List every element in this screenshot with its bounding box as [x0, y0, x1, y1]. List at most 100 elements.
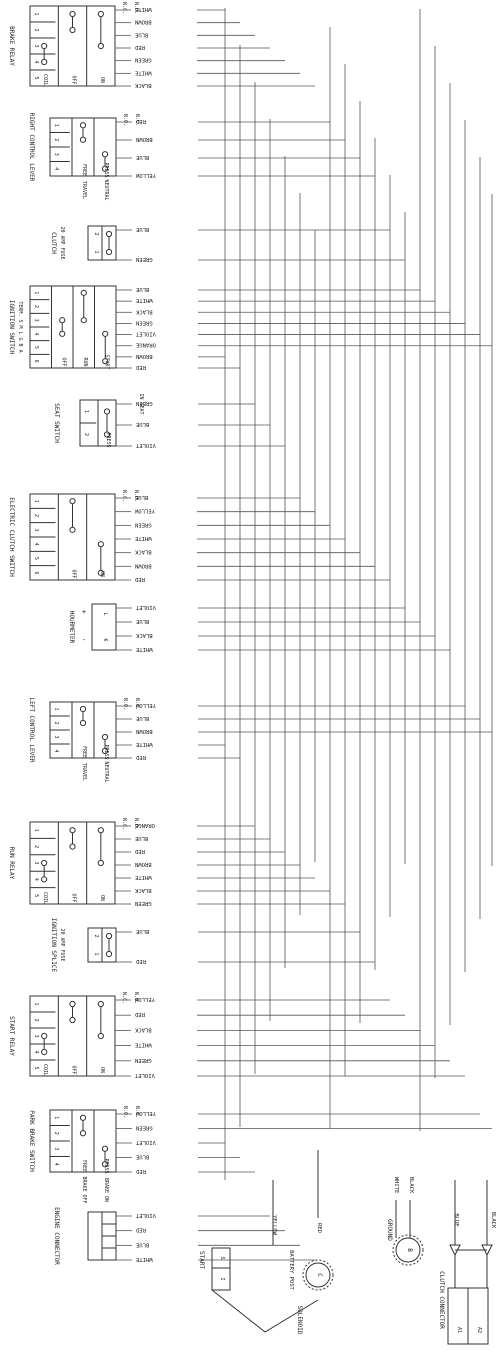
rcl-contact	[101, 151, 109, 158]
ecs-pin-label: 3	[33, 528, 39, 531]
eng-wire-2: BLUE	[136, 1241, 149, 1247]
rcl-wire-2: BLUE	[136, 154, 149, 160]
ecs-contact	[97, 541, 104, 548]
black-label-2: BLACK	[490, 1212, 496, 1229]
pbs-nc: N.C.	[134, 1106, 140, 1118]
ecs-state-label: OFF	[71, 569, 77, 578]
seat-wire-1: BLUE	[136, 421, 149, 427]
pbs-table	[49, 1109, 117, 1173]
black-label-1: BLACK	[408, 1177, 414, 1194]
rcl-contact	[79, 136, 87, 143]
ecs-wire-5: BROWN	[135, 562, 152, 568]
pbs-pin-label: 1	[53, 1116, 59, 1119]
ign-contact	[80, 317, 87, 324]
start-wire-0: YELLOW	[134, 996, 155, 1002]
pbs-wire-4: RED	[136, 1168, 146, 1174]
clutch_fuse-pin: 2	[93, 232, 99, 235]
ign-state-label: START	[103, 354, 109, 369]
brake_relay-contact	[69, 10, 76, 18]
pbs-pin-label: 2	[53, 1132, 59, 1135]
start-contact	[41, 1032, 48, 1040]
battery-post-outer	[302, 1259, 334, 1291]
ecs-wire-3: WHITE	[135, 535, 152, 541]
cc-pin-a2: A2	[476, 1327, 482, 1333]
ign_fuse-pin: 2	[93, 934, 99, 937]
eng-wire-3: WHITE	[136, 1256, 153, 1262]
ign-contact	[80, 289, 87, 296]
ign-pin-label: 6	[33, 360, 39, 363]
run-state-label: COIL	[42, 892, 48, 904]
ign_fuse-contact	[105, 932, 113, 940]
pbs-wire-1: GREEN	[136, 1125, 153, 1131]
ign-contact	[59, 317, 66, 324]
brake_relay-wire-2: BLUE	[135, 31, 148, 37]
start-terminal-box	[211, 1247, 231, 1291]
run-pin-label: 5	[33, 894, 39, 897]
start-wire-1: RED	[135, 1011, 145, 1017]
clutch_fuse-wire-1: GREEN	[136, 256, 153, 262]
hour-title: HOURMETER	[68, 611, 75, 644]
start-no: N.O.	[133, 992, 139, 1004]
rcl-pin-label: 4	[53, 167, 59, 170]
ign-contact	[59, 330, 66, 337]
rcl-neutral: NEUTRAL	[103, 179, 109, 200]
lcl-state-label: FREE	[81, 746, 87, 758]
brake_relay-table	[29, 5, 116, 87]
ign_fuse-subtitle: 20 AMP FUSE	[59, 928, 65, 961]
ground-post-outer	[392, 1234, 424, 1266]
brake_relay-wire-3: RED	[135, 44, 145, 50]
ign-wire-0: BLUE	[136, 286, 149, 292]
brake_relay-pin-label: 4	[33, 60, 39, 63]
ign-state-label: OFF	[60, 357, 66, 366]
seat-state-label: PRESS	[105, 432, 111, 447]
white-label: WHITE	[393, 1177, 399, 1194]
lcl-table	[49, 701, 117, 759]
brake_relay-wire-1: BROWN	[135, 19, 152, 25]
start-state-label: ON	[99, 1067, 105, 1073]
run-no: N.O.	[133, 818, 139, 830]
run-contact	[41, 859, 48, 867]
ign_fuse-wire-0: BLUE	[136, 928, 149, 934]
run-state-label: OFF	[71, 893, 77, 902]
red-label: RED	[316, 1223, 322, 1233]
ign-contact	[102, 330, 109, 337]
ground-post	[395, 1237, 421, 1263]
yellow-label: YELLOW	[271, 1215, 277, 1236]
start-contact	[41, 1048, 48, 1056]
run-wire-1: BLUE	[135, 835, 148, 841]
start-wire-3: WHITE	[135, 1042, 152, 1048]
start-contact	[69, 1016, 76, 1024]
clutch_fuse-title: CLUTCH	[50, 232, 57, 254]
rcl-contact	[79, 122, 87, 129]
seat-wire-0: GREEN	[136, 400, 153, 406]
seat-in-seat: IN SEAT	[138, 393, 144, 414]
run-contact	[97, 827, 104, 834]
brake_relay-wire-6: BLACK	[134, 82, 151, 88]
lcl-state-label: PRESS	[103, 744, 109, 759]
brake_relay-pin-label: 5	[33, 76, 39, 79]
lcl-pin-label: 4	[53, 749, 59, 752]
run-contact	[69, 843, 76, 850]
pbs-wire-0: YELLOW	[135, 1110, 156, 1116]
ign-wire-7: RED	[136, 364, 146, 370]
eng-wire-1: RED	[136, 1227, 146, 1233]
ecs-contact	[69, 526, 76, 533]
start-wire-4: GREEN	[135, 1057, 152, 1063]
rcl-no: N.O.	[122, 114, 128, 126]
seat-title: SEAT SWITCH	[53, 403, 60, 443]
hour-k: K	[102, 638, 108, 641]
lcl-pin-label: 2	[53, 721, 59, 724]
lcl-travel: TRAVEL	[81, 763, 87, 781]
lcl-neutral: NEUTRAL	[103, 761, 109, 782]
ign-wire-6: BROWN	[136, 353, 153, 359]
start-contact	[97, 1032, 104, 1040]
start-pin-label: 5	[33, 1066, 39, 1069]
ign-wire-1: WHITE	[136, 297, 153, 303]
clutch_fuse-wire-0: BLUE	[136, 226, 149, 232]
brake_relay-no: N.O.	[133, 2, 139, 14]
ecs-wire-1: YELLOW	[134, 508, 155, 514]
ign_fuse-pin: 1	[93, 952, 99, 955]
run-pin-label: 3	[33, 861, 39, 864]
rcl-table	[49, 117, 117, 177]
start-box	[29, 995, 116, 1077]
